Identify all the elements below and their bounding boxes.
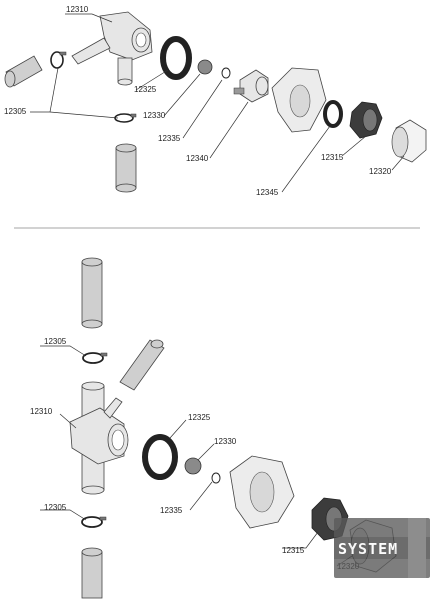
hose-clamp-part bbox=[81, 516, 107, 528]
top-exploded-view: 12310 12305 12325 12330 12335 12340 1234… bbox=[4, 5, 427, 197]
label-seal-ring: 12325 bbox=[134, 85, 157, 94]
label-knob: 12320 bbox=[369, 167, 392, 176]
seal-ring-part bbox=[160, 36, 192, 80]
cover-plate-part bbox=[271, 67, 327, 133]
lower-hose-part bbox=[81, 547, 103, 599]
ball-part bbox=[197, 59, 213, 75]
bottom-leader-lines bbox=[40, 345, 353, 567]
label-clamp-lower: 12305 bbox=[44, 503, 67, 512]
seal-ring-part bbox=[142, 434, 178, 480]
label-washer: 12345 bbox=[256, 188, 279, 197]
label-nut: 12315 bbox=[321, 153, 344, 162]
short-hose-part bbox=[4, 55, 43, 88]
o-ring-part bbox=[221, 67, 231, 79]
diagonal-hose-part bbox=[119, 339, 165, 391]
hose-clamp-part bbox=[114, 113, 137, 123]
system-logo-watermark: SYSTEM bbox=[334, 518, 430, 578]
label-ball: 12330 bbox=[214, 437, 237, 446]
valve-seat-part bbox=[233, 69, 269, 103]
ball-part bbox=[184, 457, 202, 475]
label-valve-seat: 12340 bbox=[186, 154, 209, 163]
label-ball: 12330 bbox=[143, 111, 166, 120]
washer-part bbox=[323, 100, 343, 128]
label-elbow-body: 12310 bbox=[66, 5, 89, 14]
vertical-hose-part bbox=[115, 143, 137, 193]
long-hose-part bbox=[81, 257, 103, 329]
label-seal-ring: 12325 bbox=[188, 413, 211, 422]
top-leader-lines bbox=[30, 13, 405, 193]
nut-part bbox=[349, 101, 383, 139]
label-o-ring: 12335 bbox=[158, 134, 181, 143]
elbow-body-part bbox=[71, 11, 153, 86]
label-clamp-upper: 12305 bbox=[44, 337, 67, 346]
watermark-text: SYSTEM bbox=[338, 540, 398, 558]
knob-part bbox=[391, 119, 427, 163]
label-nut: 12315 bbox=[282, 546, 305, 555]
label-tee-body: 12310 bbox=[30, 407, 53, 416]
label-o-ring: 12335 bbox=[160, 506, 183, 515]
tee-body-part bbox=[69, 381, 129, 495]
cover-plate-part bbox=[229, 455, 295, 529]
o-ring-part bbox=[211, 472, 221, 484]
hose-clamp-part bbox=[50, 51, 67, 69]
label-clamps: 12305 bbox=[4, 107, 27, 116]
hose-clamp-part bbox=[82, 352, 108, 364]
